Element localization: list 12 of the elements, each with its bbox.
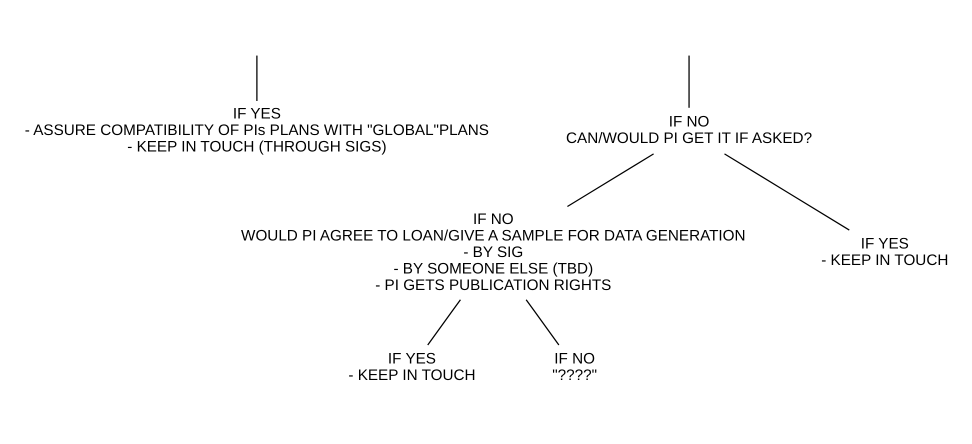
node-text: IF NO CAN/WOULD PI GET IT IF ASKED? bbox=[566, 113, 812, 147]
node-text: IF NO "????" bbox=[552, 350, 598, 384]
connector bbox=[724, 152, 850, 230]
node-text: IF YES - KEEP IN TOUCH bbox=[821, 235, 948, 269]
connector bbox=[567, 152, 654, 207]
node-text: IF YES - ASSURE COMPATIBILITY OF PIs PLANS WITH "GLOBAL"PLANS - KEEP IN TOUCH (THROUGH SIGS) bbox=[24, 104, 489, 155]
connector bbox=[688, 55, 690, 108]
node-text: IF NO WOULD PI AGREE TO LOAN/GIVE A SAMPLE FOR DATA GENERATION - BY SIG - BY SOMEONE ELSE (TBD) - PI GETS PUBLICATION RIGHTS bbox=[241, 210, 746, 294]
node-text: IF YES - KEEP IN TOUCH bbox=[348, 350, 476, 384]
connector bbox=[256, 55, 258, 100]
connector bbox=[526, 298, 560, 345]
connector bbox=[427, 298, 461, 345]
